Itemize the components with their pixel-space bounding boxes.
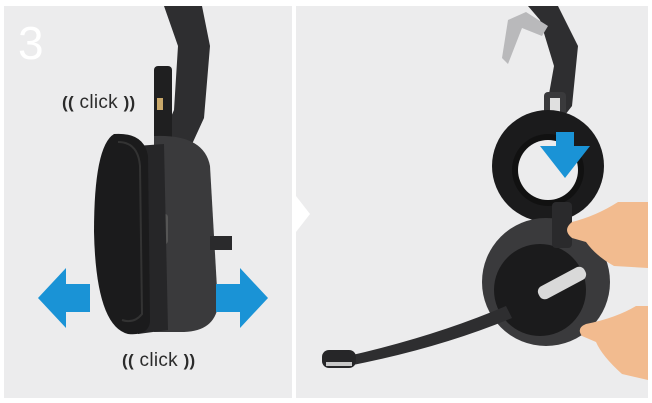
separator-notch bbox=[296, 196, 310, 232]
click-wave-left: (( bbox=[122, 351, 134, 370]
click-label-top: (( click )) bbox=[62, 92, 136, 114]
click-label-bottom: (( click )) bbox=[122, 350, 196, 372]
arrow-right-icon bbox=[216, 268, 268, 328]
click-wave-right: )) bbox=[184, 351, 196, 370]
right-illustration bbox=[296, 6, 648, 398]
click-text: click bbox=[140, 350, 178, 371]
panel-attach-cushion bbox=[296, 6, 648, 398]
panel-detach-cushion: 3 (( click )) (( click )) bbox=[4, 6, 292, 398]
boom-arm bbox=[348, 306, 512, 366]
left-arrows bbox=[4, 6, 292, 398]
click-wave-left: (( bbox=[62, 93, 74, 112]
arrow-left-icon bbox=[38, 268, 90, 328]
click-wave-right: )) bbox=[124, 93, 136, 112]
click-text: click bbox=[80, 92, 118, 113]
step-number: 3 bbox=[18, 20, 44, 66]
